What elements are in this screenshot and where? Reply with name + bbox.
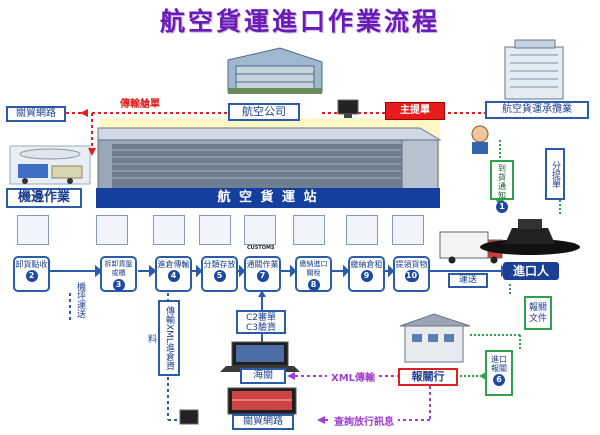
step-9: 繳納倉租 9: [348, 256, 385, 292]
customs-network-top-box: 關貿網路: [6, 106, 66, 122]
customs-box: 海關: [240, 368, 286, 384]
step-4: 進倉傳輸 4: [155, 256, 192, 292]
import-declaration-label: 進口報關: [491, 355, 507, 373]
page-title: 航空貨運進口作業流程: [159, 7, 440, 36]
step-label: 提領貨物: [395, 260, 428, 269]
arrival-number: 1: [496, 201, 508, 213]
network-laptop-icon: [227, 387, 297, 415]
arrival-notice-label: 到貨通知: [498, 164, 506, 200]
cargo-station-bar: 航 空 貨 運 站: [96, 188, 440, 208]
step-10: 提領貨物 10: [393, 256, 430, 292]
computer-bottom-icon: [179, 409, 199, 425]
importer-stage-icon: [480, 219, 580, 255]
step-label: 通關作業: [246, 260, 279, 269]
step-8: 繳納進口關稅 8: [295, 256, 332, 292]
customs-sign: CUSTOMS: [247, 245, 275, 251]
step-5: 分類存放 5: [201, 256, 238, 292]
declaration-docs-label: 報關文件: [528, 303, 547, 324]
step-number: 3: [112, 279, 125, 291]
import-declaration-number: 6: [493, 374, 505, 386]
step-3: 拆卸貨盤或櫃 3: [100, 256, 137, 292]
customs-broker-box: 報關行: [398, 368, 458, 386]
step-number: 4: [167, 270, 180, 282]
manifest-transfer-label: 傳輸艙單: [120, 99, 160, 110]
step-label: 卸貨點收: [15, 260, 48, 269]
apron-transport-label: 機坪運送: [75, 282, 85, 318]
xml-transfer-label: XML傳輸: [327, 369, 380, 384]
arrival-notice-box: 到貨通知 1: [490, 160, 514, 213]
xml-storage-data-box: 傳輸XML進倉資料: [146, 300, 180, 376]
agent-building-icon: [504, 39, 564, 100]
customs-network-bottom-box: 關貿網路: [232, 414, 294, 430]
master-bill-box: 主提單: [385, 102, 445, 120]
unpack-picture-icon: [96, 215, 128, 245]
storage-rack-icon: [199, 215, 231, 245]
step-7: 通關作業 7: [244, 256, 281, 292]
step-label: 拆卸貨盤或櫃: [104, 260, 133, 277]
step-number: 5: [213, 270, 226, 282]
step-number: 2: [25, 270, 38, 282]
query-release-label: 查詢放行訊息: [330, 413, 398, 428]
person-icon: [471, 125, 489, 154]
customs-officer-icon: [244, 215, 276, 245]
apron-vehicle-icon: [9, 145, 91, 185]
broker-building-icon: [399, 313, 471, 363]
step-label: 繳納倉租: [350, 260, 383, 269]
apron-operation-box: 機邊作業: [6, 188, 82, 208]
unload-picture-icon: [17, 215, 49, 245]
forklift-icon: [392, 215, 424, 245]
step-label: 分類存放: [203, 260, 236, 269]
review-line-1: C2審單: [245, 313, 276, 323]
delivery-label: 運送: [448, 273, 488, 288]
step-2: 卸貨點收 2: [13, 256, 50, 292]
step-number: 7: [256, 270, 269, 282]
step-number: 8: [307, 279, 320, 291]
airline-building-icon: [227, 47, 323, 94]
freight-agent-box: 航空貨運承攬業: [485, 101, 589, 119]
step-number: 9: [360, 270, 373, 282]
step-label: 進倉傳輸: [157, 260, 190, 269]
review-inspection-box: C2審單 C3驗貨: [236, 310, 286, 334]
computer-top-icon: [337, 99, 359, 118]
review-line-2: C3驗貨: [245, 323, 276, 333]
importer-box: 進口人: [503, 262, 559, 280]
step-number: 10: [404, 270, 419, 282]
sub-bill-box: 分提單: [545, 148, 565, 200]
money-icon: [293, 215, 325, 245]
import-declaration-box: 進口報關 6: [485, 350, 513, 396]
step-label: 繳納進口關稅: [299, 260, 328, 277]
computer-network-icon: [153, 215, 185, 245]
declaration-docs-box: 報關文件: [524, 296, 552, 330]
airline-box: 航空公司: [228, 103, 300, 121]
payment-icon: [346, 215, 378, 245]
